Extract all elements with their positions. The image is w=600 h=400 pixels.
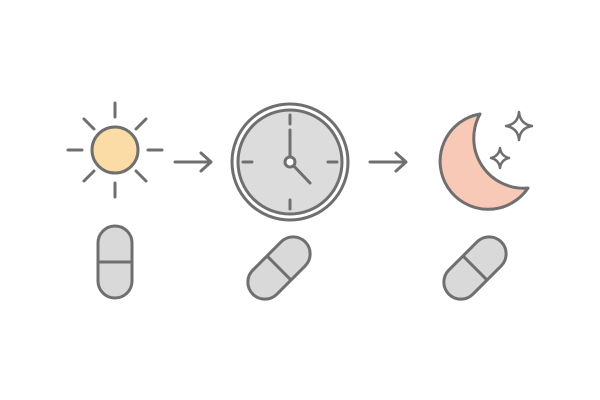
capsule-divider	[265, 254, 293, 282]
clock-ticks	[241, 113, 339, 211]
pill-icon	[96, 224, 134, 300]
sun-rays	[66, 101, 164, 199]
sun-disc	[90, 125, 140, 175]
sparkle-small-icon	[489, 146, 511, 170]
arrow-right-icon	[368, 151, 408, 173]
clock-icon	[230, 102, 350, 222]
moon-crescent	[438, 112, 530, 211]
clock-center-pin	[283, 155, 297, 169]
capsule-divider	[461, 254, 489, 282]
arrow-right-icon	[173, 151, 213, 173]
sparkle-large-icon	[504, 110, 534, 142]
sun-icon	[66, 101, 164, 199]
pill-icon	[442, 235, 508, 301]
pill-icon	[246, 235, 312, 301]
moon-icon	[438, 110, 534, 211]
